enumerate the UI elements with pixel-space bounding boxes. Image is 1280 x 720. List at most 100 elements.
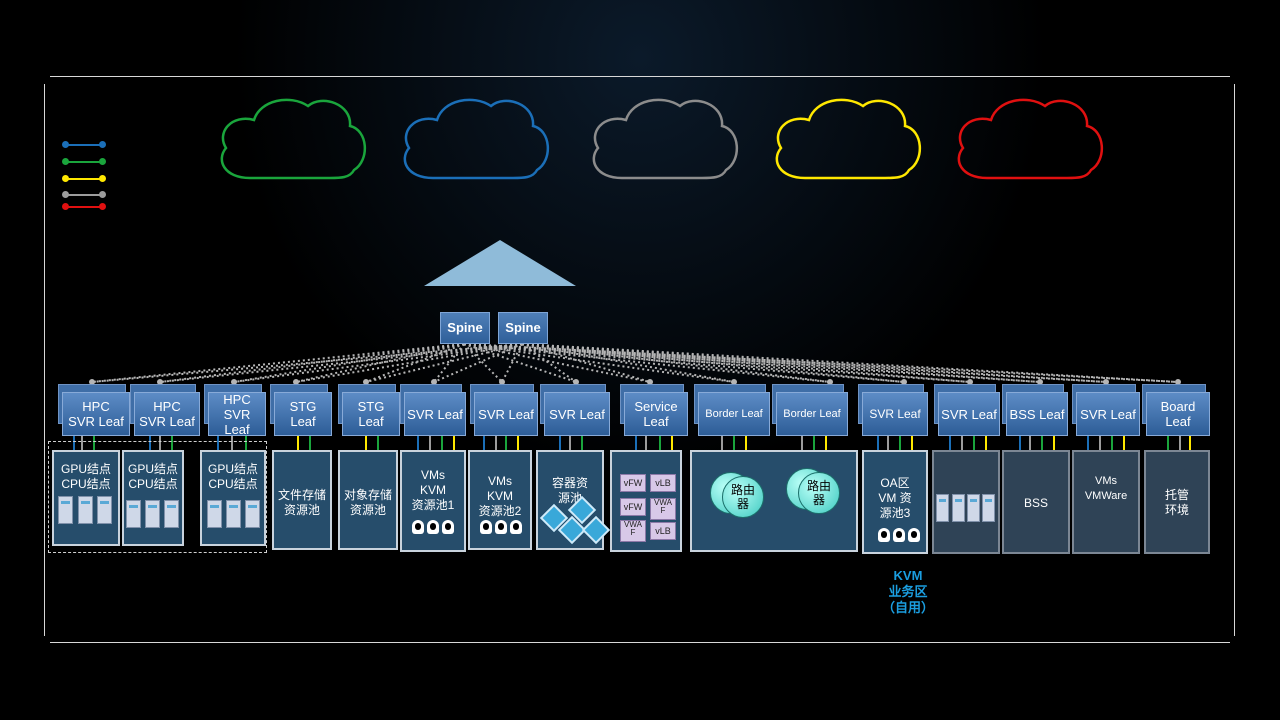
leaf-switch-svr-2: SVR Leaf (470, 384, 538, 436)
leaf-switch-hpc-3: HPC SVR Leaf (204, 384, 266, 437)
leaf-uplink-dot (1037, 379, 1043, 385)
leaf-uplink-dot (499, 379, 505, 385)
server-icon (982, 494, 995, 522)
server-icon (145, 500, 160, 528)
cloud-outline (403, 98, 550, 180)
spine-leaf-link (463, 343, 1107, 383)
spine-leaf-link (365, 343, 523, 383)
server-icon (226, 500, 241, 528)
leaf-uplink-dot (901, 379, 907, 385)
cloud-outline (592, 98, 739, 180)
spine-switch: Spine (498, 312, 548, 344)
spine-leaf-link (521, 343, 735, 383)
spine-leaf-link (521, 343, 651, 383)
cloud-icon-gray (592, 98, 739, 180)
spine-leaf-link (501, 343, 523, 383)
spine-leaf-link (159, 343, 465, 383)
spine-leaf-link (463, 343, 651, 383)
leaf-uplink-dot (363, 379, 369, 385)
leaf-uplink-dot (647, 379, 653, 385)
service-item-vfw: vFW (620, 498, 646, 516)
leaf-uplink-dot (827, 379, 833, 385)
leaf-switch-board: Board Leaf (1142, 384, 1210, 436)
hpc-group-border (48, 441, 267, 553)
spine-leaf-link (463, 343, 503, 383)
frame-right-line (1234, 84, 1235, 636)
spine-leaf-link (233, 343, 523, 383)
leaf-switch-border-1: Border Leaf (694, 384, 770, 436)
legend-line-green (62, 158, 106, 165)
leaf-uplink-dot (731, 379, 737, 385)
leaf-switch-service: Service Leaf (620, 384, 688, 436)
spine-leaf-link (463, 343, 831, 383)
spine-leaf-link (433, 343, 465, 383)
legend-line-gray (62, 191, 106, 198)
server-icon (936, 494, 949, 522)
server-icon (967, 494, 980, 522)
spine-leaf-link (521, 343, 831, 383)
server-icon (58, 496, 73, 524)
leaf-switch-svr-3: SVR Leaf (540, 384, 610, 436)
pool-kvm-1: VMs KVM 资源池1 (400, 450, 466, 552)
server-icon (207, 500, 222, 528)
leaf-uplink-dot (231, 379, 237, 385)
leaf-switch-hpc-1: HPC SVR Leaf (58, 384, 130, 436)
pool-hpc-3: GPU结点 CPU结点 (200, 450, 266, 546)
service-item-vwaf: VWA F (650, 498, 676, 520)
leaf-switch-svr-1: SVR Leaf (400, 384, 466, 436)
linux-penguin-icon (878, 528, 890, 542)
legend-line-blue (62, 141, 106, 148)
cloud-icon-red (957, 98, 1104, 180)
pool-object-storage: 对象存储 资源池 (338, 450, 398, 550)
linux-penguin-icon (510, 520, 522, 534)
leaf-uplink-dot (89, 379, 95, 385)
service-item-vlb: vLB (650, 522, 676, 540)
server-icon (78, 496, 93, 524)
spine-leaf-link (233, 343, 465, 383)
pyramid-shape (424, 240, 576, 286)
pool-hpc-2: GPU结点 CPU结点 (122, 450, 184, 546)
pool-kvm-2: VMs KVM 资源池2 (468, 450, 532, 550)
service-item-vlb: vLB (650, 474, 676, 492)
linux-penguin-icon (480, 520, 492, 534)
leaf-switch-border-2: Border Leaf (772, 384, 848, 436)
frame-bottom-line (50, 642, 1230, 643)
leaf-uplink-dot (157, 379, 163, 385)
spine-leaf-link (521, 343, 905, 383)
leaf-switch-stg-1: STG Leaf (270, 384, 332, 436)
linux-penguin-icon (495, 520, 507, 534)
leaf-uplink-dot (1175, 379, 1181, 385)
router-icon: 路由 器 (798, 472, 840, 514)
spine-leaf-link (463, 343, 735, 383)
leaf-switch-svr-4: SVR Leaf (858, 384, 928, 436)
leaf-switch-stg-2: STG Leaf (338, 384, 400, 436)
frame-left-line (44, 84, 45, 636)
legend-line-red (62, 203, 106, 210)
leaf-uplink-dot (431, 379, 437, 385)
server-icon (164, 500, 179, 528)
spine-leaf-link (295, 343, 523, 383)
linux-penguin-icon (908, 528, 920, 542)
leaf-uplink-dot (573, 379, 579, 385)
cloud-icon-yellow (775, 98, 922, 180)
leaf-switch-bss: BSS Leaf (1002, 384, 1068, 436)
router-icon: 路由 器 (722, 476, 764, 518)
cloud-outline (775, 98, 922, 180)
leaf-uplink-dot (1103, 379, 1109, 385)
spine-leaf-link (91, 343, 465, 383)
cloud-icon-blue (403, 98, 550, 180)
server-icon (952, 494, 965, 522)
service-item-vfw: vFW (620, 474, 646, 492)
pool-hosting: 托管 环境 (1144, 450, 1210, 554)
leaf-uplink-dot (293, 379, 299, 385)
spine-leaf-link (91, 343, 523, 383)
linux-penguin-icon (427, 520, 439, 534)
spine-leaf-link (521, 343, 577, 383)
server-icon (126, 500, 141, 528)
frame-top-line (50, 76, 1230, 77)
linux-penguin-icon (442, 520, 454, 534)
spine-leaf-link (295, 343, 465, 383)
leaf-uplink-dot (967, 379, 973, 385)
leaf-switch-svr-6: SVR Leaf (1072, 384, 1140, 436)
leaf-switch-hpc-2: HPC SVR Leaf (130, 384, 200, 436)
